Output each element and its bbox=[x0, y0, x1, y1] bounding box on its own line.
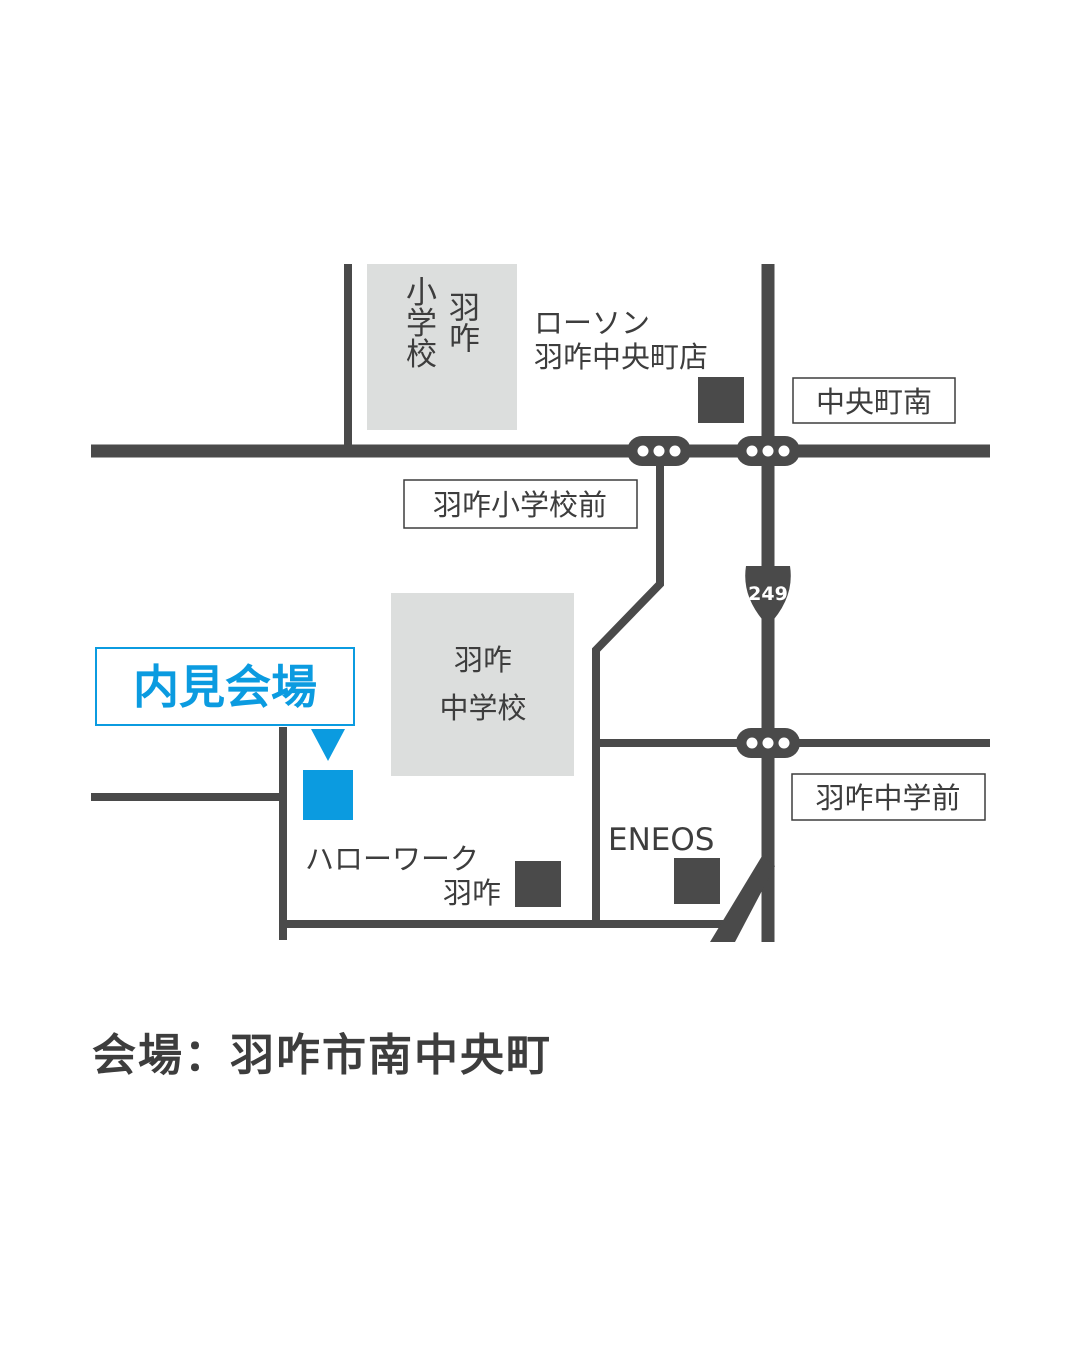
intersection-hakui-chugaku-mae: 羽咋中学前 bbox=[815, 781, 960, 815]
road-diagonal-south bbox=[592, 451, 664, 924]
intersection-hakui-shogakko-mae: 羽咋小学校前 bbox=[433, 488, 607, 522]
elementary-school-label-left: 小学校 bbox=[400, 276, 437, 369]
elementary-school-label-right: 羽咋 bbox=[443, 291, 479, 353]
venue-callout-box bbox=[95, 647, 355, 726]
route-shield-icon: 249 bbox=[745, 566, 791, 626]
eneos-label: ENEOS bbox=[608, 822, 714, 858]
route-number: 249 bbox=[748, 583, 788, 605]
intersection-chuomachi-minami: 中央町南 bbox=[816, 385, 932, 419]
venue-label: 内見会場 bbox=[133, 660, 317, 714]
hellowork-label-line2: 羽咋 bbox=[443, 876, 501, 910]
venue-pointer-icon bbox=[311, 729, 345, 761]
junior-high-label-line1: 羽咋 bbox=[454, 643, 512, 677]
traffic-signal-icon bbox=[736, 436, 800, 466]
lawson-label-line1: ローソン bbox=[534, 306, 650, 340]
junior-high-label-line2: 中学校 bbox=[439, 691, 526, 725]
intersection-box bbox=[791, 773, 986, 821]
elementary-school-block bbox=[367, 264, 517, 430]
traffic-signal-icon bbox=[736, 728, 800, 758]
venue-address: 会場：羽咋市南中央町 bbox=[92, 1030, 552, 1081]
hellowork-marker-icon bbox=[515, 861, 561, 907]
lawson-marker-icon bbox=[698, 377, 744, 423]
intersection-box bbox=[792, 377, 956, 424]
road-slip-ramp bbox=[710, 856, 775, 942]
junior-high-block bbox=[391, 593, 574, 776]
intersection-box bbox=[403, 479, 638, 529]
traffic-signal-icon bbox=[627, 436, 691, 466]
location-square-icon bbox=[303, 770, 353, 820]
lawson-label-line2: 羽咋中央町店 bbox=[534, 340, 708, 374]
eneos-marker-icon bbox=[674, 858, 720, 904]
hellowork-label-line1: ハローワーク bbox=[305, 842, 479, 876]
